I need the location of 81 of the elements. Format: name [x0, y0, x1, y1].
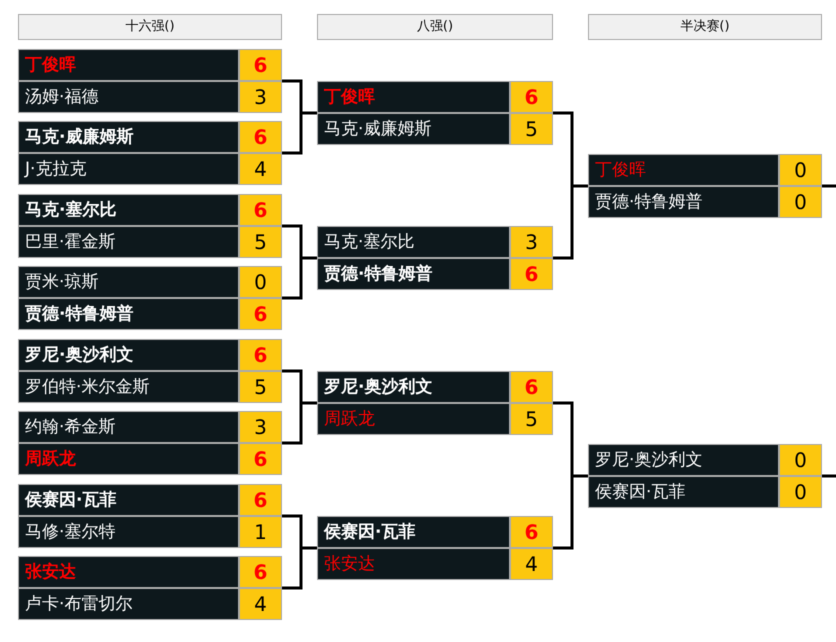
score: 0: [780, 187, 821, 217]
player-name: 罗尼·奥沙利文: [19, 340, 238, 370]
player-name: 贾德·特鲁姆普: [19, 299, 238, 329]
match-box: [18, 411, 282, 475]
match-box: [317, 371, 553, 435]
score: 6: [240, 299, 281, 329]
score: 3: [511, 227, 552, 257]
player-name: 马克·塞尔比: [19, 195, 238, 225]
score: 6: [240, 557, 281, 587]
score: 6: [240, 195, 281, 225]
match-box: [18, 121, 282, 185]
connector-line: [553, 474, 588, 550]
player-name: 巴里·霍金斯: [19, 227, 238, 257]
player-name: 张安达: [19, 557, 238, 587]
score: 1: [240, 517, 281, 547]
score: 3: [240, 82, 281, 112]
score: 5: [240, 227, 281, 257]
match-box: [18, 266, 282, 330]
player-name: 马修·塞尔特: [19, 517, 238, 547]
match-box: [317, 516, 553, 580]
player-name: 丁俊晖: [19, 50, 238, 80]
score: 0: [780, 477, 821, 507]
score: 3: [240, 412, 281, 442]
player-name: 张安达: [318, 549, 509, 579]
score: 5: [240, 372, 281, 402]
player-name: 马克·威廉姆斯: [318, 114, 509, 144]
connector-line: [553, 184, 588, 260]
score: 6: [240, 122, 281, 152]
score: 6: [511, 82, 552, 112]
score: 6: [240, 485, 281, 515]
score: 4: [240, 589, 281, 619]
player-name: 罗尼·奥沙利文: [318, 372, 509, 402]
score: 6: [240, 444, 281, 474]
player-name: 汤姆·福德: [19, 82, 238, 112]
round-header: 十六强(): [18, 14, 282, 40]
score: 4: [240, 154, 281, 184]
player-name: J·克拉克: [19, 154, 238, 184]
player-name: 马克·塞尔比: [318, 227, 509, 257]
connector-line: [822, 474, 836, 478]
connector-line: [282, 546, 317, 590]
round-header: 半决赛(): [588, 14, 822, 40]
player-name: 约翰·希金斯: [19, 412, 238, 442]
connector-line: [282, 256, 317, 300]
connector-line: [822, 184, 836, 188]
match-box: [18, 484, 282, 548]
player-name: 贾德·特鲁姆普: [318, 259, 509, 289]
player-name: 丁俊晖: [318, 82, 509, 112]
score: 5: [511, 114, 552, 144]
score: 6: [240, 50, 281, 80]
match-box: [317, 226, 553, 290]
score: 0: [780, 445, 821, 475]
player-name: 罗尼·奥沙利文: [589, 445, 778, 475]
player-name: 侯赛因·瓦菲: [318, 517, 509, 547]
player-name: 周跃龙: [318, 404, 509, 434]
match-box: [588, 444, 822, 508]
player-name: 侯赛因·瓦菲: [19, 485, 238, 515]
round-header: 八强(): [317, 14, 553, 40]
score: 0: [780, 155, 821, 185]
score: 6: [511, 517, 552, 547]
match-box: [18, 49, 282, 113]
match-box: [588, 154, 822, 218]
player-name: 贾德·特鲁姆普: [589, 187, 778, 217]
player-name: 侯赛因·瓦菲: [589, 477, 778, 507]
score: 0: [240, 267, 281, 297]
player-name: 卢卡·布雷切尔: [19, 589, 238, 619]
match-box: [18, 339, 282, 403]
match-box: [317, 81, 553, 145]
score: 4: [511, 549, 552, 579]
score: 6: [240, 340, 281, 370]
player-name: 贾米·琼斯: [19, 267, 238, 297]
player-name: 马克·威廉姆斯: [19, 122, 238, 152]
match-box: [18, 556, 282, 620]
match-box: [18, 194, 282, 258]
score: 5: [511, 404, 552, 434]
score: 6: [511, 372, 552, 402]
connector-line: [282, 112, 317, 154]
score: 6: [511, 259, 552, 289]
player-name: 丁俊晖: [589, 155, 778, 185]
connector-line: [282, 402, 317, 444]
player-name: 罗伯特·米尔金斯: [19, 372, 238, 402]
player-name: 周跃龙: [19, 444, 238, 474]
